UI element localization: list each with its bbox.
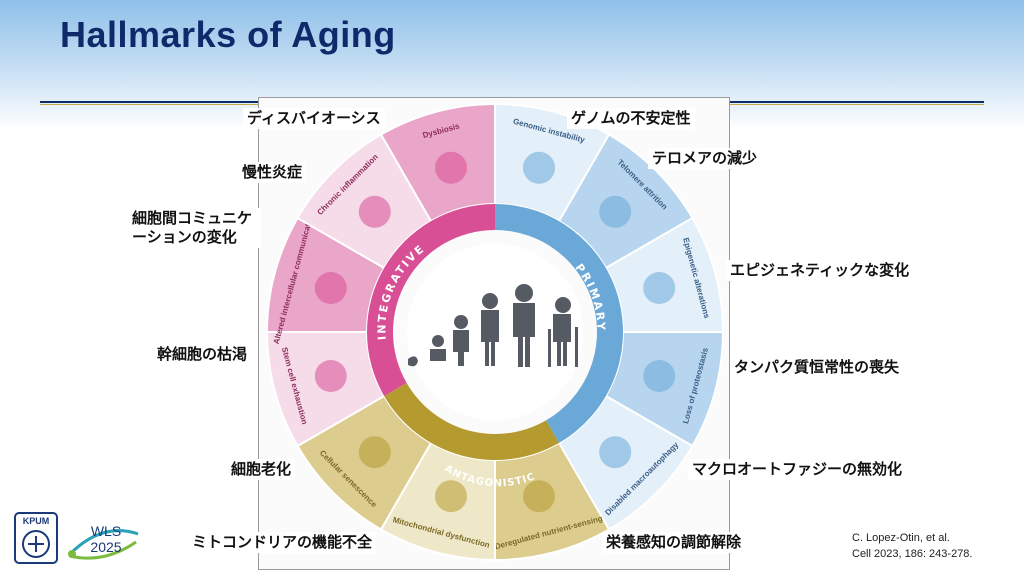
citation-authors: C. Lopez-Otin, et al. (852, 532, 950, 544)
svg-text:KPUM: KPUM (23, 516, 50, 526)
label-dysbiosis: ディスバイオーシス (243, 108, 385, 129)
nucleosome-icon (643, 272, 676, 305)
immune-cell-icon (358, 195, 391, 228)
ring-integrative (367, 204, 495, 396)
citation-journal: Cell 2023, 186: 243-278. (852, 548, 973, 560)
cutlery-icon (522, 480, 555, 513)
ring-antagonistic (384, 383, 559, 460)
citation: C. Lopez-Otin, et al. Cell 2023, 186: 24… (852, 530, 972, 562)
label-mitochondrial-dysfunction: ミトコンドリアの機能不全 (188, 532, 377, 553)
label-epigenetic-alterations: エピジェネティックな変化 (726, 260, 914, 281)
autophagosome-icon (599, 436, 632, 469)
label-stem-cell-exhaustion: 幹細胞の枯渇 (153, 344, 252, 365)
dots-icon (314, 272, 347, 305)
label-disabled-macroautophagy: マクロオートファジーの無効化 (688, 459, 907, 480)
stem-cell-icon (314, 359, 347, 392)
ring-primary (495, 204, 623, 443)
svg-text:2025: 2025 (90, 539, 121, 555)
mitochondrion-icon (435, 480, 468, 513)
label-telomere-attrition: テロメアの減少 (648, 148, 762, 169)
svg-text:WLS: WLS (91, 523, 121, 539)
kpum-logo: KPUM (14, 512, 58, 564)
chromosome-icon (599, 195, 632, 228)
aging-people-icon (408, 284, 578, 367)
protein-icon (643, 359, 676, 392)
slide-title: Hallmarks of Aging (60, 14, 396, 55)
dry-leaf-icon (358, 436, 391, 469)
label-cellular-senescence: 細胞老化 (227, 459, 296, 480)
label-intercellular-communication: 細胞間コミュニケーションの変化 (128, 208, 261, 248)
label-chronic-inflammation: 慢性炎症 (238, 162, 307, 183)
label-genomic-instability: ゲノムの不安定性 (567, 108, 695, 129)
wls-2025-logo: WLS 2025 (68, 523, 139, 560)
bacterium-icon (435, 151, 468, 184)
dna-icon (522, 151, 555, 184)
label-nutrient-sensing: 栄養感知の調節解除 (602, 532, 746, 553)
label-loss-of-proteostasis: タンパク質恒常性の喪失 (730, 357, 904, 378)
